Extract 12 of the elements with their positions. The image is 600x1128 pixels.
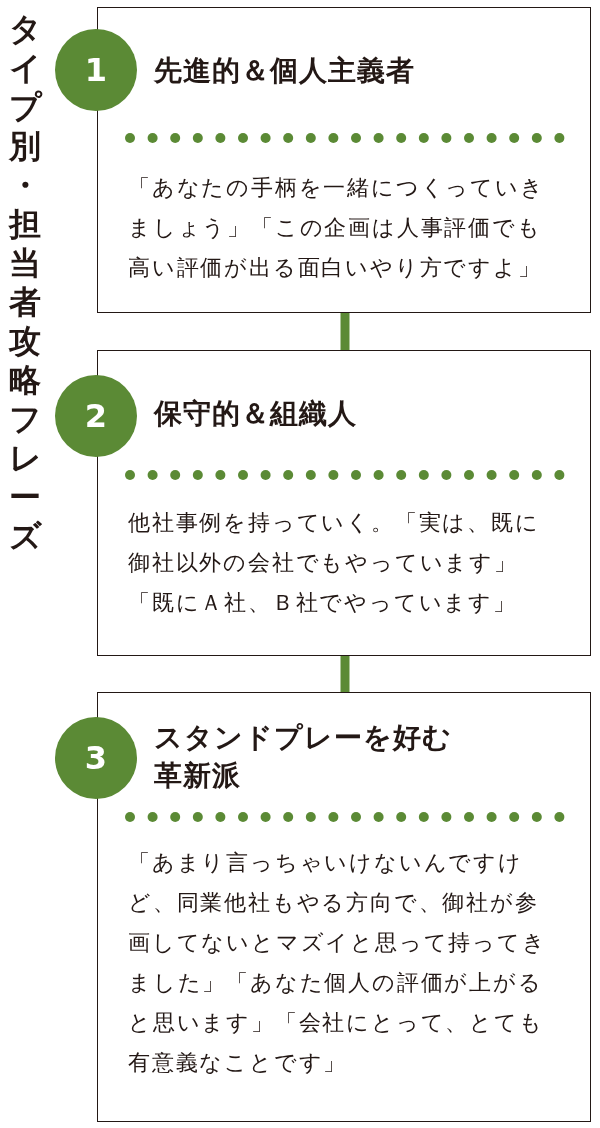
heading: 保守的＆組織人 [154,396,358,432]
number-circle: 3 [55,717,137,799]
connector-line [340,656,350,692]
connector-line [340,313,350,350]
phrase-text: 「あまり言っちゃいけないんですけど、同業他社もやる方向で、御社が参画してないとマズイと思って持ってきました」「あなた個人の評価が上がると思います」「会社にとって、とても有意義なことです」 [128,849,548,1077]
number-circle: 1 [55,29,137,111]
heading: スタンドプレーを好む革新派 [154,720,453,794]
heading: 先進的＆個人主義者 [154,53,416,89]
title: タイプ別・担当者攻略フレーズ [8,10,42,556]
phrase-text: 他社事例を持っていく。「実は、既に御社以外の会社でもやっています」「既にＡ社、Ｂ社でやっています」 [128,509,541,617]
number-circle: 2 [55,375,137,457]
phrase-text: 「あなたの手柄を一緒につくっていきましょう」「この企画は人事評価でも高い評価が出る面白いやり方ですよ」 [128,174,546,282]
